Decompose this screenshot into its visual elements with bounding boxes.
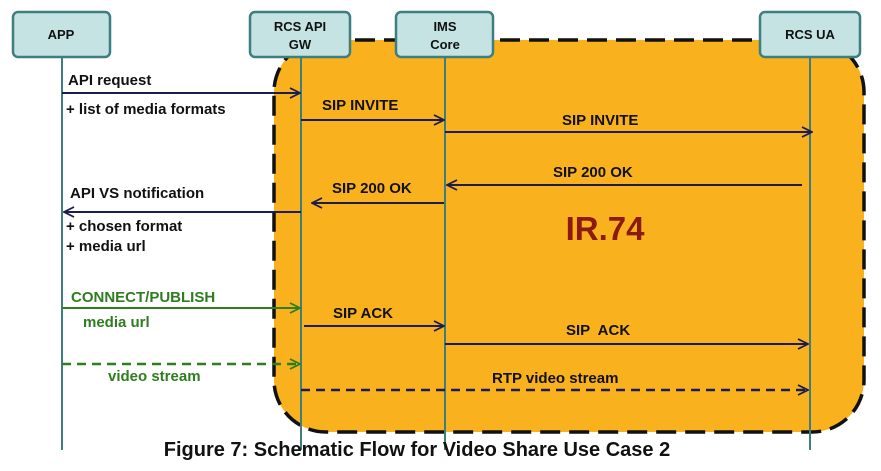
label-sip-200-ok-2: SIP 200 OK [553, 164, 633, 181]
label-rtp-video-stream: RTP video stream [492, 370, 618, 387]
label-video-stream: video stream [108, 368, 201, 385]
actor-ims-core: IMS Core [394, 10, 495, 59]
actor-gw-label-line2: GW [289, 37, 312, 52]
label-connect-publish: CONNECT/PUBLISH [71, 289, 215, 306]
actor-gw-label-line1: RCS API [274, 19, 326, 34]
label-sip-ack-2: SIP ACK [566, 322, 630, 339]
label-api-request: API request [68, 72, 151, 89]
label-chosen-format: + chosen format [66, 218, 182, 235]
actor-app-label: APP [48, 27, 75, 42]
actor-ua-label: RCS UA [785, 27, 835, 42]
actor-ims-label-line1: IMS [433, 19, 456, 34]
actor-rcs-ua: RCS UA [758, 10, 862, 59]
label-sip-invite-2: SIP INVITE [562, 112, 638, 129]
label-media-url-2: media url [83, 314, 150, 331]
actor-rcs-api-gw: RCS API GW [248, 10, 352, 59]
label-api-vs-notification: API VS notification [70, 185, 204, 202]
figure-caption: Figure 7: Schematic Flow for Video Share… [164, 439, 670, 461]
actor-app: APP [11, 10, 112, 59]
actor-ims-label-line2: Core [430, 37, 460, 52]
label-sip-200-ok-1: SIP 200 OK [332, 180, 412, 197]
ims-region [272, 38, 866, 434]
label-sip-invite-1: SIP INVITE [322, 97, 398, 114]
region-label: IR.74 [566, 210, 646, 247]
label-media-url-1: + media url [66, 238, 146, 255]
label-sip-ack-1: SIP ACK [333, 305, 393, 322]
label-media-formats: + list of media formats [66, 101, 226, 118]
